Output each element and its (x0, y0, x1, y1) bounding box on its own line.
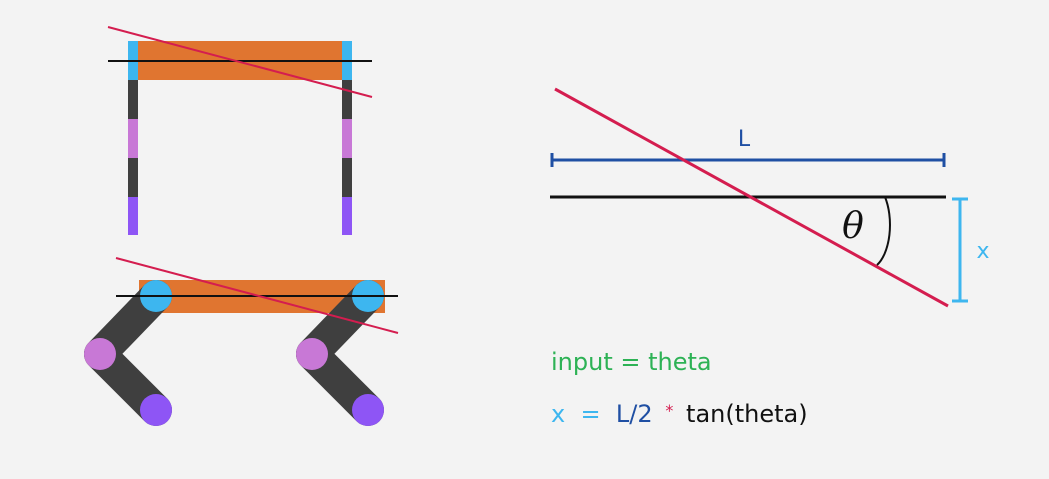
angle-symbol: θ (842, 206, 864, 247)
tilt-line (115, 257, 399, 334)
x-equation-tan: tan(theta) (686, 400, 808, 428)
length-label: L (738, 127, 751, 152)
angle-arc (876, 196, 891, 266)
left-leg-knee (128, 119, 138, 158)
right-leg-foot (342, 197, 352, 235)
x-equation-half-length: L/2 (616, 400, 653, 428)
tilt-line (107, 26, 373, 98)
right-leg-lower-link (342, 158, 352, 197)
left-foot (140, 394, 172, 426)
left-knee-joint (84, 338, 116, 370)
robot-straight-legs-icon (107, 26, 373, 235)
left-leg-foot (128, 197, 138, 235)
input-equation: input = theta (551, 348, 712, 376)
right-foot (352, 394, 384, 426)
left-leg-upper-link (128, 80, 138, 119)
tilt-geometry: L θ x (550, 87, 990, 308)
x-equation: x = L/2 * tan(theta) (551, 394, 808, 428)
right-leg-knee (342, 119, 352, 158)
robot-bent-legs-icon (84, 257, 399, 426)
x-equation-star: * (660, 401, 678, 420)
left-leg-lower-link (128, 158, 138, 197)
tilt-line (554, 87, 949, 308)
offset-label: x (976, 239, 989, 264)
right-knee-joint (296, 338, 328, 370)
x-equation-var: x (551, 400, 565, 428)
right-leg-upper-link (342, 80, 352, 119)
x-equation-equals: = (573, 400, 608, 428)
